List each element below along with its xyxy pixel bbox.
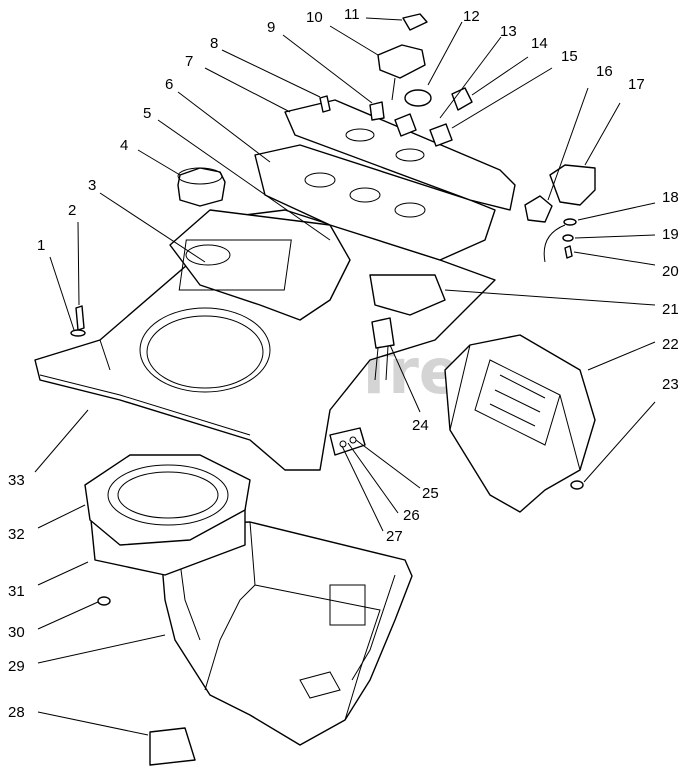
part-14-rocker	[451, 87, 473, 111]
part-18-washer	[563, 218, 577, 226]
callout-29: 29	[8, 658, 25, 675]
callout-18: 18	[662, 189, 679, 206]
callout-3: 3	[88, 177, 96, 194]
callout-7: 7	[185, 53, 193, 70]
callout-9: 9	[267, 19, 275, 36]
callout-26: 26	[403, 507, 420, 524]
part-28-pad	[149, 727, 196, 766]
callout-4: 4	[120, 137, 128, 154]
callout-16: 16	[596, 63, 613, 80]
part-13-switch	[394, 113, 417, 137]
part-11-key	[402, 13, 428, 31]
part-2-bolt	[75, 305, 85, 331]
part-32-flange-ring	[84, 454, 251, 546]
callout-14: 14	[531, 35, 548, 52]
part-9-connector	[369, 101, 385, 121]
callout-12: 12	[463, 8, 480, 25]
part-7-dash-bezel	[284, 99, 516, 211]
part-15-toggle	[429, 123, 453, 147]
callout-5: 5	[143, 105, 151, 122]
callout-22: 22	[662, 336, 679, 353]
callout-11: 11	[344, 6, 360, 23]
callout-8: 8	[210, 35, 218, 52]
part-29-lower-housing	[159, 521, 413, 746]
part-16-bracket	[524, 195, 553, 223]
leader-lines	[34, 17, 656, 736]
callout-25: 25	[422, 485, 439, 502]
callout-1: 1	[37, 237, 45, 254]
callout-32: 32	[8, 526, 25, 543]
part-30-washer	[97, 596, 111, 606]
part-21-bracket-plate	[369, 274, 446, 316]
part-22-engine-shroud	[444, 334, 596, 513]
part-12-knob	[404, 89, 432, 107]
callout-20: 20	[662, 263, 679, 280]
callout-numbers: 1 2 3 4 5 6 7 8 9 10 11 12 13 14 15 16 1…	[8, 6, 679, 721]
callout-17: 17	[628, 76, 645, 93]
callout-23: 23	[662, 376, 679, 393]
part-23-nut	[570, 480, 584, 490]
callout-21: 21	[662, 301, 679, 318]
part-20-bolt	[564, 245, 573, 259]
callout-28: 28	[8, 704, 25, 721]
callout-15: 15	[561, 48, 578, 65]
part-6-dash-frame	[254, 144, 496, 261]
callout-13: 13	[500, 23, 517, 40]
callout-2: 2	[68, 202, 76, 219]
part-3-upper-housing	[169, 209, 351, 321]
part-10-key-switch	[377, 44, 426, 101]
part-19-nut	[562, 234, 574, 242]
callout-30: 30	[8, 624, 25, 641]
callout-24: 24	[412, 417, 429, 434]
part-25-27-switch-block	[329, 427, 366, 456]
callout-10: 10	[306, 9, 323, 26]
callout-31: 31	[8, 583, 25, 600]
part-1-washer	[70, 329, 86, 337]
callout-27: 27	[386, 528, 403, 545]
callout-6: 6	[165, 76, 173, 93]
callout-33: 33	[8, 472, 25, 489]
part-4-fuel-cap	[177, 167, 231, 266]
part-17-handle	[549, 164, 596, 206]
callout-19: 19	[662, 226, 679, 243]
part-8-screw	[319, 95, 331, 113]
part-24-harness	[371, 317, 395, 381]
